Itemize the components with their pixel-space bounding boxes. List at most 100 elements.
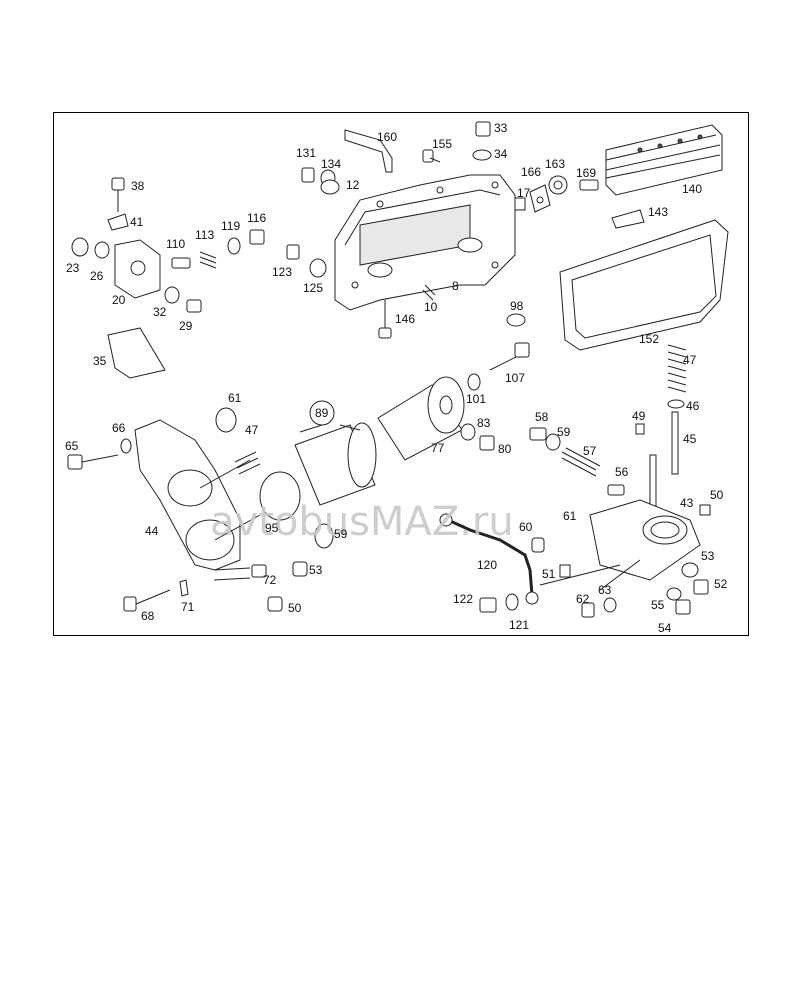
label-80: 80 (498, 442, 512, 456)
label-50-right: 50 (710, 488, 724, 502)
label-57: 57 (583, 444, 597, 458)
label-61-right: 61 (563, 509, 577, 523)
label-143: 143 (648, 205, 668, 219)
label-122: 122 (453, 592, 473, 606)
part-98-washer (506, 313, 526, 327)
label-26: 26 (90, 269, 104, 283)
label-8: 8 (452, 279, 459, 293)
label-47-left: 47 (245, 423, 259, 437)
label-60: 60 (519, 520, 533, 534)
label-62: 62 (576, 592, 590, 606)
label-10: 10 (424, 300, 438, 314)
label-59-upper: 59 (557, 425, 571, 439)
part-77-filter-canister (377, 376, 465, 461)
part-160-bracket (344, 129, 393, 173)
part-49-43 (635, 423, 657, 511)
part-58-59-57-56 (529, 427, 625, 496)
part-65-66-47 (67, 438, 261, 475)
label-55: 55 (651, 598, 665, 612)
label-152: 152 (639, 332, 659, 346)
label-146: 146 (395, 312, 415, 326)
label-120: 120 (477, 558, 497, 572)
label-47-upper: 47 (683, 353, 697, 367)
label-34: 34 (494, 147, 508, 161)
part-17-166-163-169 (514, 175, 599, 213)
leader-lines (299, 424, 641, 591)
part-152-gasket-frame (559, 219, 729, 351)
label-77: 77 (431, 441, 445, 455)
part-60-61-valve-block (531, 499, 701, 581)
label-53-left: 53 (309, 563, 323, 577)
label-89: 89 (315, 406, 329, 420)
part-47-46-45 (667, 344, 687, 475)
label-12: 12 (346, 178, 360, 192)
label-83: 83 (477, 416, 491, 430)
label-63: 63 (598, 583, 612, 597)
part-32-29 (164, 286, 202, 313)
part-140-cooler-element (605, 124, 723, 196)
label-50-left: 50 (288, 601, 302, 615)
part-107-bolt (489, 342, 530, 371)
part-122-121 (479, 593, 519, 613)
part-38-bolt (107, 177, 129, 231)
label-121: 121 (509, 618, 529, 632)
label-72: 72 (263, 573, 277, 587)
label-38: 38 (131, 179, 145, 193)
label-71: 71 (181, 600, 195, 614)
label-32: 32 (153, 305, 167, 319)
label-49: 49 (632, 409, 646, 423)
label-68: 68 (141, 609, 155, 623)
label-29: 29 (179, 319, 193, 333)
part-101-83-80 (460, 373, 495, 451)
label-155: 155 (432, 137, 452, 151)
label-41: 41 (130, 215, 144, 229)
label-58: 58 (535, 410, 549, 424)
diagram-frame (53, 112, 749, 636)
part-110-113-119-116 (171, 229, 265, 269)
label-140: 140 (682, 182, 702, 196)
label-101: 101 (466, 392, 486, 406)
label-163: 163 (545, 157, 565, 171)
label-119: 119 (221, 219, 240, 233)
label-20: 20 (112, 293, 126, 307)
label-17: 17 (517, 186, 531, 200)
label-54: 54 (658, 621, 672, 635)
label-169: 169 (576, 166, 596, 180)
part-23-26-plugs (71, 237, 110, 259)
part-20-thermostat-housing (114, 239, 161, 299)
label-23: 23 (66, 261, 80, 275)
label-160: 160 (377, 130, 397, 144)
part-95-59-rings (259, 471, 334, 549)
watermark-text: avtobusMAZ.ru (210, 499, 514, 545)
label-61-left: 61 (228, 391, 242, 405)
part-50-plug-upper (699, 504, 711, 516)
label-131: 131 (296, 146, 316, 160)
part-8-cooler-housing (334, 174, 516, 311)
part-61-o-ring (215, 407, 237, 433)
part-44-oil-filter-housing (134, 419, 261, 571)
label-116: 116 (247, 211, 266, 225)
part-labels: 160 33 155 34 131 134 12 17 166 163 169 … (65, 121, 728, 635)
label-35: 35 (93, 354, 107, 368)
label-98: 98 (510, 299, 524, 313)
part-131-134-12-fittings (301, 167, 340, 195)
label-45: 45 (683, 432, 697, 446)
label-123: 123 (272, 265, 292, 279)
part-10-146 (378, 284, 436, 339)
part-143-gasket (611, 209, 645, 229)
label-107: 107 (505, 371, 525, 385)
label-65: 65 (65, 439, 79, 453)
part-52-53-54-55-62-63 (581, 562, 709, 618)
part-35-gasket (107, 327, 166, 379)
label-95: 95 (265, 521, 279, 535)
part-89-filter-element (294, 400, 377, 506)
label-52: 52 (714, 577, 728, 591)
label-53-right: 53 (701, 549, 715, 563)
label-134: 134 (321, 157, 341, 171)
part-120-oil-pipe (439, 513, 539, 605)
label-59-lower: 59 (334, 527, 348, 541)
label-44: 44 (145, 524, 159, 538)
label-166: 166 (521, 165, 541, 179)
part-155-bolt (422, 149, 441, 163)
